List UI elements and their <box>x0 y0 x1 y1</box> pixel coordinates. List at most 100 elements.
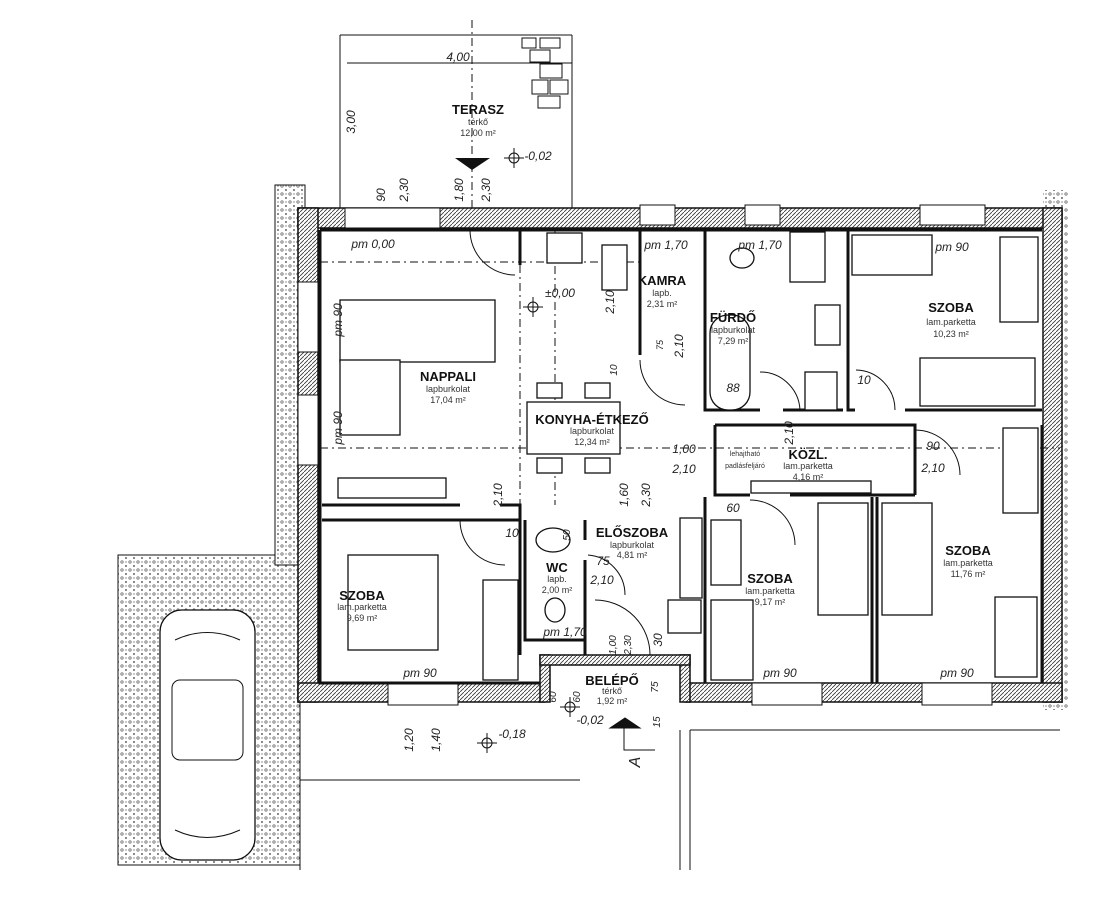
plan-label: pm 90 <box>939 666 974 680</box>
plan-label: SZOBA <box>339 588 385 603</box>
plan-label: lapburkolat <box>426 384 471 394</box>
toilet <box>729 247 755 269</box>
plan-label: 10 <box>857 373 871 387</box>
plan-label: 12,00 m² <box>460 128 496 138</box>
plan-label: lam.parketta <box>926 317 976 327</box>
bed <box>881 502 933 616</box>
shower <box>667 599 702 634</box>
axis-lines <box>320 20 1060 505</box>
plan-label: BELÉPŐ <box>585 673 638 688</box>
attic-hatch-label: padlásfeljáró <box>725 463 765 470</box>
car <box>159 609 256 861</box>
plan-label: 75 <box>596 554 610 568</box>
dimension-labels: 4,00 3,00 90 2,30 1,80 2,30 1,00 2,10 90… <box>344 50 945 752</box>
plan-label: -0,02 <box>576 713 604 727</box>
plan-label: 2,10 <box>671 462 696 476</box>
plan-label: lapb. <box>547 574 567 584</box>
plan-label: lam.parketta <box>783 461 833 471</box>
desk <box>994 596 1038 678</box>
cooktop <box>546 232 583 264</box>
plan-label: lam.parketta <box>745 586 795 596</box>
plan-label: SZOBA <box>747 571 793 586</box>
plan-label: 1,80 <box>452 178 466 202</box>
plan-label: térkő <box>468 117 488 127</box>
outer-walls <box>297 204 1063 706</box>
plan-label: 11,76 m² <box>951 569 986 579</box>
plan-label: 4,81 m² <box>617 550 648 560</box>
plan-label: ±0,00 <box>545 286 575 300</box>
plan-label: KAMRA <box>638 273 687 288</box>
plan-label: -0,18 <box>498 727 526 741</box>
plan-label: 4,16 m² <box>793 472 824 482</box>
plan-label: -0,02 <box>524 149 552 163</box>
sink <box>601 244 628 291</box>
plan-label: pm 1,70 <box>542 625 587 639</box>
plan-label: pm 90 <box>402 666 437 680</box>
desk <box>710 599 754 681</box>
plan-label: 1,00 <box>672 442 696 456</box>
plan-label: pm 1,70 <box>737 238 782 252</box>
plan-label: WC <box>546 560 568 575</box>
plan-label: 88 <box>726 381 740 395</box>
plan-label: TERASZ <box>452 102 504 117</box>
plan-label: 1,20 <box>402 728 416 752</box>
plan-label: 90 <box>926 439 940 453</box>
plan-label: NAPPALI <box>420 369 476 384</box>
plan-label: lapburkolat <box>711 325 756 335</box>
desk <box>851 234 933 276</box>
plan-label: 2,30 <box>623 635 634 656</box>
plan-label: 30 <box>651 633 665 647</box>
plan-label: 2,10 <box>782 421 796 446</box>
plan-label: pm 90 <box>331 303 345 338</box>
plan-label: 1,60 <box>617 483 631 507</box>
bathtub <box>709 314 751 411</box>
plan-label: 2,30 <box>479 178 493 203</box>
bed <box>817 502 869 616</box>
plan-label: 9,69 m² <box>347 613 378 623</box>
section-marker: A <box>627 757 644 769</box>
plan-label: 75 <box>650 681 661 693</box>
plan-label: SZOBA <box>945 543 991 558</box>
plan-label: 17,04 m² <box>430 395 466 405</box>
plan-label: 1,40 <box>429 728 443 752</box>
plan-label: 2,10 <box>603 290 617 315</box>
plan-label: FÜRDŐ <box>710 310 756 325</box>
plan-label: 50 <box>562 529 573 541</box>
plan-label: 2,00 m² <box>542 585 573 595</box>
paving-pattern <box>521 37 569 109</box>
plan-label: 2,10 <box>920 461 945 475</box>
plan-label: 90 <box>374 188 388 202</box>
plan-label: térkő <box>602 686 622 696</box>
plan-label: 2,30 <box>397 178 411 203</box>
plan-label: 15 <box>652 716 663 728</box>
plan-label: lapburkolat <box>570 426 615 436</box>
plan-label: pm 0,00 <box>350 237 395 251</box>
attic-hatch-label: lehajtható <box>730 451 760 458</box>
plan-label: 7,29 m² <box>718 336 749 346</box>
plan-label: 75 <box>655 339 665 350</box>
plan-label: lam.parketta <box>943 558 993 568</box>
level-labels: -0,02 ±0,00 -0,18 -0,02 pm 0,00 pm 1,70 … <box>331 149 974 768</box>
plan-label: 9,17 m² <box>755 597 786 607</box>
plan-label: 60 <box>726 501 740 515</box>
plan-label: lam.parketta <box>337 602 387 612</box>
door-swings <box>459 229 961 656</box>
dining-table <box>526 401 621 455</box>
plan-label: 60 <box>548 691 559 703</box>
plan-label: 1,92 m² <box>597 696 628 706</box>
